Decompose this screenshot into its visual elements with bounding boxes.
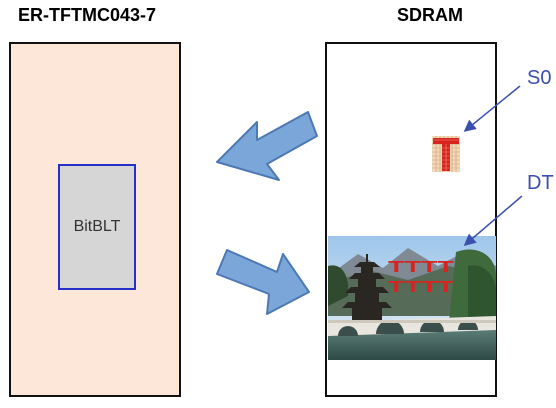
photo-overlay-text-row-2: TTTT: [388, 279, 454, 296]
bitblt-label: BitBLT: [73, 218, 121, 235]
destination-label: DT: [527, 172, 554, 194]
memory-title: SDRAM: [397, 5, 463, 25]
display-panel: BitBLT: [9, 42, 181, 397]
pagoda-bridge-photo: TTTT TTTT: [328, 236, 496, 360]
bitblt-box: BitBLT: [58, 164, 136, 290]
source-label: S0: [527, 67, 552, 89]
letter-t-grid-icon: [432, 136, 460, 172]
arrow-right-icon: [216, 249, 310, 315]
arrow-left-icon: [216, 111, 318, 181]
photo-overlay-text-row-1: TTTT: [388, 259, 454, 276]
display-title: ER-TFTMC043-7: [18, 5, 157, 25]
